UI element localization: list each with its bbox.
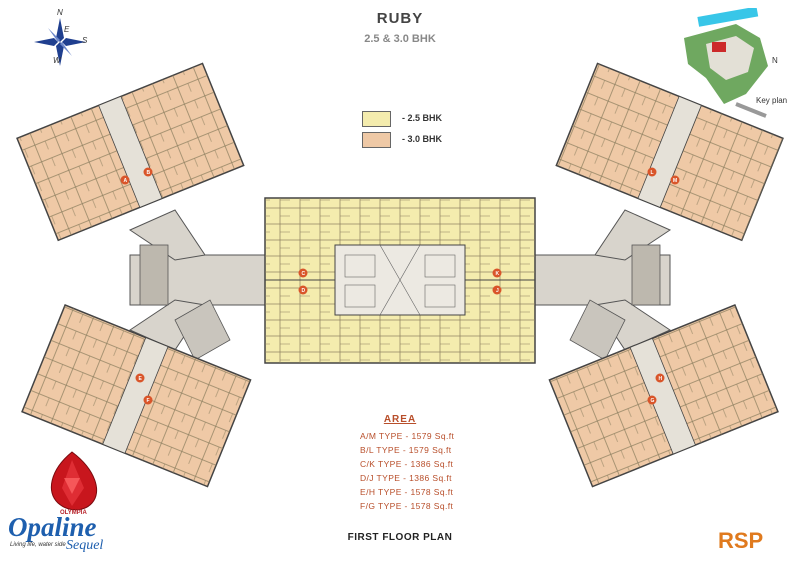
area-row: B/L TYPE - 1579 Sq.ft (360, 445, 452, 455)
opaline-logo: OLYMPIA Opaline Sequel Living life, wate… (8, 508, 128, 562)
logo-sub-text: Sequel (66, 538, 104, 553)
unit-marker-b (143, 167, 153, 177)
compass-n: N (57, 8, 63, 17)
unit-label-a: A (124, 178, 128, 184)
unit-marker-k (492, 268, 502, 278)
key-plan-label: Key plan (756, 96, 788, 105)
compass-rose-icon (34, 18, 86, 66)
wing-top-right (555, 62, 784, 242)
unit-markers: A B C D E F G H J K L M (120, 167, 680, 405)
compass-e: E (64, 25, 70, 34)
unit-label-c: C (302, 271, 306, 277)
compass-w: W (53, 56, 61, 65)
compass-s: S (82, 36, 88, 45)
unit-marker-h (655, 373, 665, 383)
central-block (264, 197, 536, 364)
page-title: RUBY (376, 10, 424, 27)
unit-label-m: M (673, 178, 677, 184)
rsp-logo: RSP (718, 528, 764, 553)
unit-marker-f (143, 395, 153, 405)
key-plan-map-icon (684, 6, 768, 118)
unit-marker-g (647, 395, 657, 405)
wing-top-left (16, 62, 245, 242)
legend-label-25: - 2.5 BHK (402, 113, 443, 123)
area-row: D/J TYPE - 1386 Sq.ft (360, 473, 452, 483)
unit-label-j: J (496, 288, 499, 294)
unit-marker-a (120, 175, 130, 185)
ruby-gem-icon (50, 451, 98, 511)
wing-bottom-right (548, 304, 779, 488)
logo-main-text: Opaline (8, 512, 97, 542)
unit-label-g: G (651, 398, 655, 404)
unit-label-e: E (139, 376, 143, 382)
area-row: F/G TYPE - 1578 Sq.ft (360, 501, 454, 511)
page-subtitle: 2.5 & 3.0 BHK (364, 33, 436, 45)
area-heading: AREA (383, 414, 417, 425)
floor-plan-label: FIRST FLOOR PLAN (347, 532, 453, 543)
compass: N S E W (20, 8, 95, 70)
legend-swatch-30 (362, 132, 391, 148)
unit-label-k: K (496, 271, 500, 277)
unit-marker-d (298, 285, 308, 295)
unit-label-b: B (147, 170, 151, 176)
unit-label-h: H (659, 376, 663, 382)
legend-label-30: - 3.0 BHK (402, 134, 443, 144)
area-row: A/M TYPE - 1579 Sq.ft (360, 431, 455, 441)
unit-marker-m (670, 175, 680, 185)
logo-small-text: OLYMPIA (60, 510, 87, 516)
unit-marker-l (647, 167, 657, 177)
area-row: C/K TYPE - 1386 Sq.ft (360, 459, 454, 469)
area-row: E/H TYPE - 1578 Sq.ft (360, 487, 454, 497)
key-plan: N (676, 6, 786, 118)
corridor (128, 209, 672, 361)
logo-tagline: Living life, water side (10, 542, 66, 548)
legend-swatch-25 (362, 111, 391, 127)
unit-marker-c (298, 268, 308, 278)
unit-marker-j (492, 285, 502, 295)
unit-label-f: F (147, 398, 150, 404)
unit-label-d: D (302, 288, 306, 294)
wing-bottom-left (21, 304, 252, 488)
unit-marker-e (135, 373, 145, 383)
key-plan-north: N (772, 56, 778, 65)
unit-label-l: L (651, 170, 654, 176)
